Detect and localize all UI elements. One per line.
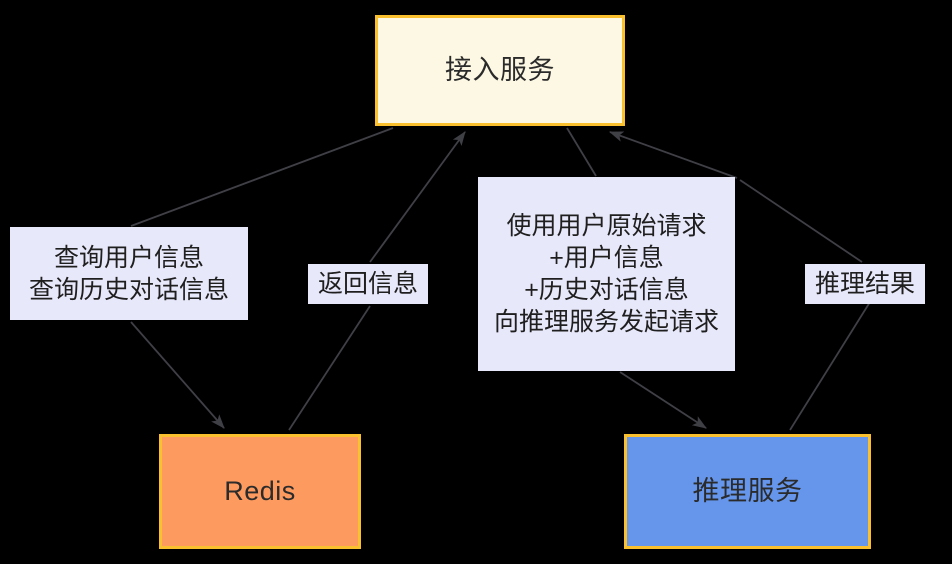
edge-label-line: +用户信息 — [549, 244, 664, 272]
node-redis[interactable]: Redis — [159, 434, 361, 549]
node-access-service[interactable]: 接入服务 — [375, 15, 625, 126]
edge-label-line: 查询历史对话信息 — [28, 275, 229, 304]
edge-label-compose-request: 使用用户原始请求 +用户信息 +历史对话信息 向推理服务发起请求 — [478, 177, 735, 371]
edge-access-to-inference — [566, 127, 707, 429]
edge-inference-to-access — [608, 131, 871, 431]
edge-label-return-info: 返回信息 — [308, 264, 428, 304]
edge-label-line: 查询用户信息 — [53, 243, 204, 272]
edge-label-inference-result: 推理结果 — [805, 264, 925, 304]
edge-access-to-redis — [130, 127, 394, 429]
edge-label-line: 向推理服务发起请求 — [493, 308, 719, 336]
edge-redis-to-access — [288, 131, 466, 431]
edge-label-line: 使用用户原始请求 — [506, 212, 707, 240]
edge-label-line: 返回信息 — [317, 270, 418, 298]
node-label-inference-service: 推理服务 — [692, 476, 803, 507]
node-label-access-service: 接入服务 — [445, 55, 555, 86]
edge-label-query-user-info: 查询用户信息 查询历史对话信息 — [10, 227, 248, 320]
node-inference-service[interactable]: 推理服务 — [624, 434, 871, 549]
edge-label-line: 推理结果 — [814, 270, 915, 298]
edge-label-line: +历史对话信息 — [524, 276, 689, 304]
node-label-redis: Redis — [224, 476, 296, 507]
